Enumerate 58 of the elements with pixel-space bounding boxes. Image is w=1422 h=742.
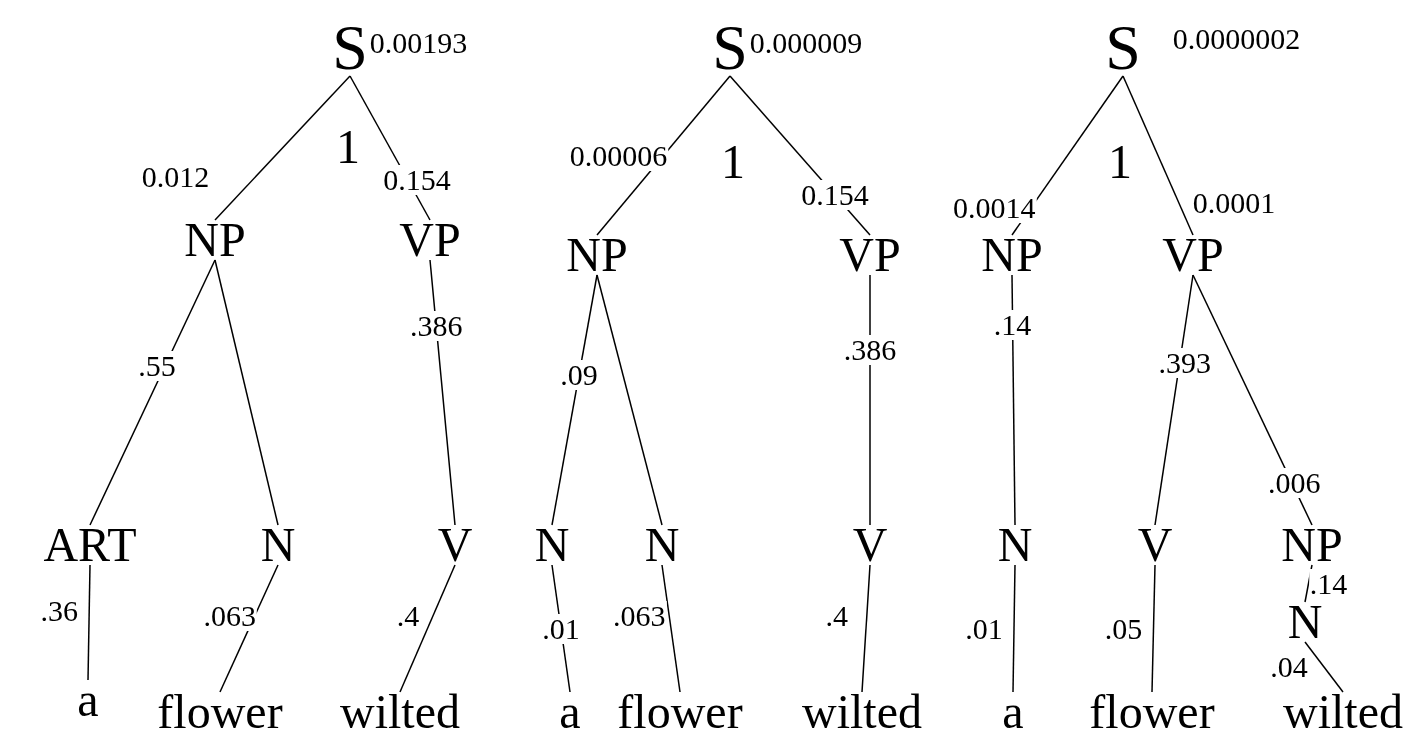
- category-label: V: [1135, 519, 1175, 571]
- probability-label: .386: [842, 335, 898, 365]
- probability-label: 0.154: [800, 180, 870, 211]
- category-label: N: [995, 519, 1035, 571]
- tree-branch-line: [219, 564, 279, 693]
- probability-label: 0.000009: [749, 28, 863, 58]
- category-label: NP: [979, 229, 1045, 281]
- tree-branch-line: [869, 274, 871, 526]
- tree-branch-line: [214, 75, 351, 221]
- tree-branch-line: [87, 564, 91, 681]
- rule-probability-label: 1: [336, 123, 360, 171]
- word-label: a: [1000, 686, 1026, 738]
- probability-label: .386: [409, 311, 464, 342]
- category-label: N: [642, 519, 682, 571]
- tree-branch-line: [399, 564, 456, 693]
- category-label: V: [850, 519, 890, 571]
- word-label: flower: [155, 686, 285, 738]
- tree-branch-line: [596, 75, 731, 236]
- tree-branch-line: [1012, 564, 1016, 693]
- word-label: a: [75, 674, 101, 726]
- category-label: NP: [1279, 519, 1345, 571]
- word-label: flower: [1087, 686, 1217, 738]
- word-label: flower: [615, 686, 745, 738]
- word-label: wilted: [1281, 686, 1405, 738]
- category-label: N: [1285, 596, 1325, 648]
- category-label: VP: [397, 214, 463, 266]
- tree-branch-line: [661, 564, 681, 693]
- category-label: NP: [182, 214, 248, 266]
- word-label: wilted: [338, 686, 462, 738]
- category-label: N: [258, 519, 298, 571]
- probability-label: 0.0000002: [1172, 24, 1301, 54]
- probability-label: 0.00193: [369, 28, 468, 58]
- probability-label: .09: [559, 360, 599, 390]
- probability-label: .55: [137, 351, 177, 381]
- category-label: V: [435, 519, 475, 571]
- category-label: VP: [837, 229, 903, 281]
- category-label: N: [532, 519, 572, 571]
- category-label: VP: [1160, 229, 1226, 281]
- probability-label: .01: [541, 613, 581, 644]
- tree-branch-line: [214, 259, 279, 526]
- category-label: NP: [564, 229, 630, 281]
- tree-branch-line: [89, 259, 216, 526]
- tree-branch-line: [1151, 564, 1156, 693]
- category-label: ART: [41, 519, 139, 571]
- word-label: wilted: [800, 686, 924, 738]
- probability-label: 0.154: [382, 164, 452, 195]
- probability-label: .393: [1157, 347, 1212, 378]
- probability-label: .14: [992, 310, 1033, 340]
- tree-branch-line: [1304, 641, 1344, 693]
- word-label: a: [557, 686, 583, 738]
- rule-probability-label: 1: [1108, 138, 1132, 186]
- tree-branch-line: [429, 259, 456, 526]
- tree-branch-line: [551, 274, 598, 526]
- tree-branch-line: [596, 274, 663, 526]
- tree-branch-line: [1122, 75, 1194, 236]
- rule-probability-label: 1: [721, 138, 745, 186]
- tree-branch-line: [1154, 274, 1194, 526]
- tree-branch-line: [861, 564, 871, 693]
